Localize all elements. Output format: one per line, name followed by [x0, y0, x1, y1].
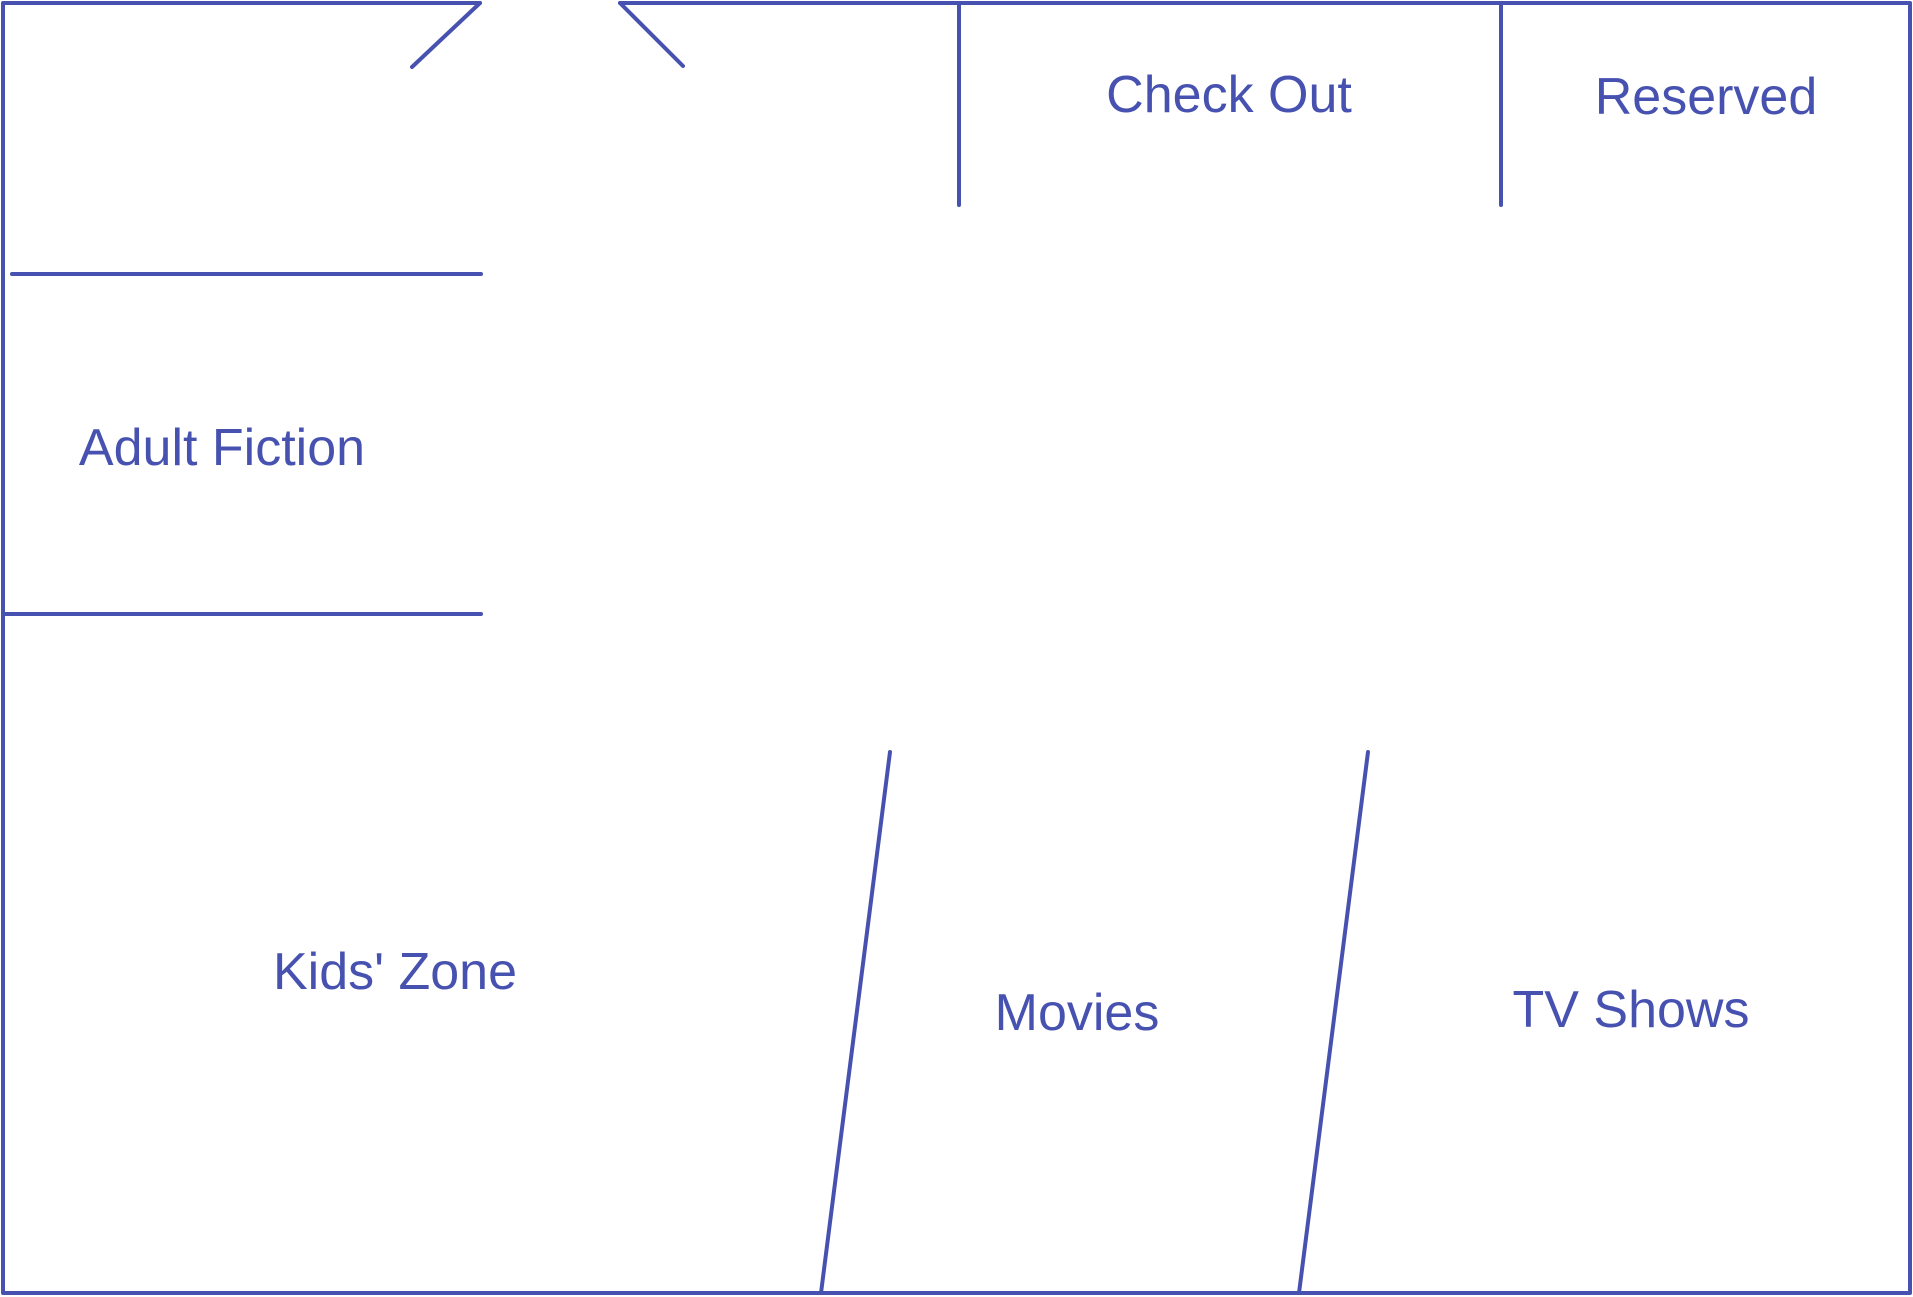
entrance-door-right [618, 1, 685, 68]
room-label-movies: Movies [995, 984, 1160, 1042]
room-label-tv-shows: TV Shows [1513, 981, 1750, 1039]
room-label-adult-fiction: Adult Fiction [79, 419, 365, 477]
room-label-check-out: Check Out [1106, 66, 1352, 124]
entrance-door-left [410, 1, 482, 69]
room-label-reserved: Reserved [1595, 68, 1818, 126]
room-label-kids-zone: Kids' Zone [273, 943, 517, 1001]
movies-left-wall [819, 750, 892, 1295]
tv-shows-left-wall [1297, 750, 1370, 1295]
room-labels: Check Out Reserved Adult Fiction Kids' Z… [79, 66, 1817, 1042]
